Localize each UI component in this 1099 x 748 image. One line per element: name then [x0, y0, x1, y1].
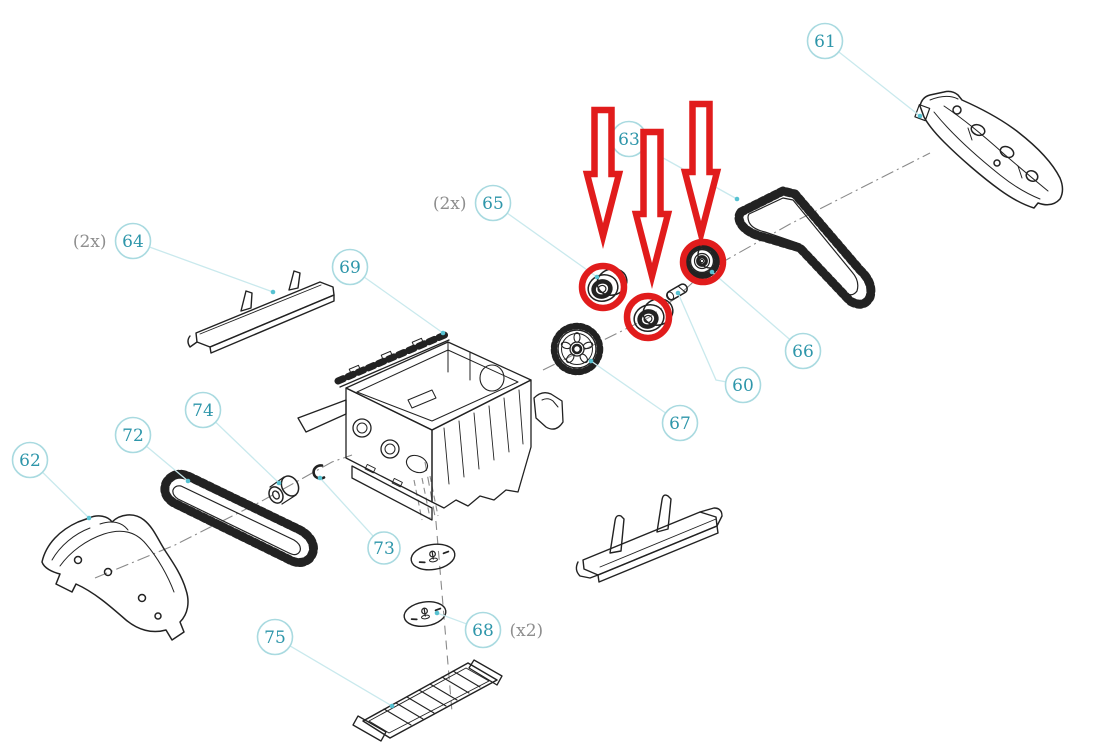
anchor-dot-60 — [675, 290, 681, 296]
part-bracket-top — [187, 270, 335, 354]
callout-number-65: 65 — [482, 194, 504, 214]
callout-ring-69 — [331, 248, 369, 286]
callout-ring-65 — [474, 184, 512, 222]
centerline-vertical-axis — [424, 461, 453, 713]
highlight-circle-1 — [578, 262, 628, 312]
highlight-arrow-2 — [631, 128, 673, 290]
anchor-dot-62 — [86, 515, 92, 521]
leader-line-67 — [590, 360, 667, 414]
highlight-circle-3 — [679, 238, 727, 286]
centerline-hatch-2 — [421, 477, 431, 519]
callout-ring-62 — [11, 441, 49, 479]
anchor-dot-67 — [588, 358, 594, 364]
leader-line-61 — [838, 51, 921, 117]
part-track-left — [160, 469, 318, 567]
anchor-dot-72 — [185, 478, 191, 484]
callout-number-66: 66 — [792, 342, 814, 362]
highlight-arrow-3 — [680, 100, 722, 248]
part-bracket-bottom — [575, 494, 723, 583]
part-side-panel-left — [41, 514, 189, 641]
anchor-dot-68 — [434, 610, 440, 616]
callout-ring-73 — [367, 531, 401, 565]
callout-number-72: 72 — [122, 426, 144, 446]
callout-75: 75 — [256, 618, 395, 709]
callout-number-68: 68 — [472, 621, 494, 641]
callout-62: 62 — [11, 441, 92, 521]
callout-60: 60 — [675, 290, 762, 404]
callout-multiplier-65: (2x) — [433, 194, 467, 214]
callout-65: 65 (2x) — [433, 184, 600, 280]
leader-line-62 — [42, 471, 90, 519]
centerline-hatch-3 — [429, 475, 439, 517]
callout-ring-67 — [661, 404, 699, 442]
anchor-dot-63 — [734, 196, 740, 202]
callout-66: 66 — [709, 269, 822, 370]
part-bottom-plate — [352, 659, 503, 742]
highlights-layer — [578, 100, 727, 342]
callout-ring-66 — [784, 332, 822, 370]
callout-68: 68 (x2) — [434, 610, 544, 649]
callout-ring-74 — [184, 391, 222, 429]
callout-number-64: 64 — [122, 232, 144, 252]
anchor-dot-75 — [389, 703, 395, 709]
callout-61: 61 — [806, 22, 923, 119]
part-track-right — [734, 186, 876, 309]
centerline-left-axis — [94, 454, 353, 579]
callout-number-60: 60 — [732, 376, 754, 396]
anchor-dot-61 — [917, 113, 923, 119]
leader-line-68 — [436, 612, 467, 625]
leader-line-72 — [146, 445, 189, 482]
callout-ring-60 — [724, 366, 762, 404]
anchor-dot-69 — [440, 330, 446, 336]
callout-73: 73 — [317, 475, 401, 565]
part-bearing-inner — [633, 298, 674, 332]
anchor-dot-64 — [270, 289, 276, 295]
leader-line-60 — [677, 292, 726, 383]
anchor-dot-73 — [317, 475, 323, 481]
part-drive-gear — [550, 322, 604, 376]
anchor-dot-66 — [709, 269, 715, 275]
anchor-dot-65 — [594, 274, 600, 280]
part-side-hook — [533, 392, 564, 430]
leader-line-74 — [215, 421, 280, 484]
callout-ring-68 — [464, 611, 502, 649]
leader-line-65 — [506, 212, 598, 278]
part-drive-pulley — [684, 241, 723, 279]
callout-ring-72 — [114, 416, 152, 454]
callout-69: 69 — [331, 248, 446, 336]
callout-63: 63 — [610, 120, 740, 202]
callout-67: 67 — [588, 358, 699, 442]
leader-line-64 — [149, 246, 274, 293]
highlight-arrow-1 — [582, 106, 624, 250]
anchor-dot-74 — [276, 480, 282, 486]
callout-number-69: 69 — [339, 258, 361, 278]
callout-ring-61 — [806, 22, 844, 60]
highlight-circle-2 — [623, 292, 673, 342]
callout-ring-64 — [114, 222, 152, 260]
part-side-panel-right — [914, 90, 1064, 209]
callout-number-74: 74 — [192, 401, 214, 421]
part-bushing — [268, 475, 300, 505]
callout-number-73: 73 — [373, 539, 395, 559]
callout-64: 64 (2x) — [73, 222, 276, 295]
callout-number-67: 67 — [669, 414, 691, 434]
callout-multiplier-68: (x2) — [510, 621, 544, 641]
callouts-layer: 61 63 65 (2x) 64 (2x) 69 66 60 67 62 72 74 73 68 (x2) 75 — [11, 22, 923, 709]
callout-number-75: 75 — [264, 628, 286, 648]
callout-multiplier-64: (2x) — [73, 232, 107, 252]
leader-line-73 — [319, 477, 374, 537]
leader-line-69 — [363, 276, 444, 334]
callout-ring-75 — [256, 618, 294, 656]
callout-72: 72 — [114, 416, 191, 484]
leader-line-75 — [289, 645, 393, 707]
callout-number-61: 61 — [814, 32, 836, 52]
part-washer-discs — [403, 543, 456, 627]
callout-number-62: 62 — [19, 451, 41, 471]
leader-line-66 — [711, 271, 791, 341]
callout-74: 74 — [184, 391, 282, 486]
callout-number-63: 63 — [618, 130, 640, 150]
part-chassis — [297, 330, 532, 521]
